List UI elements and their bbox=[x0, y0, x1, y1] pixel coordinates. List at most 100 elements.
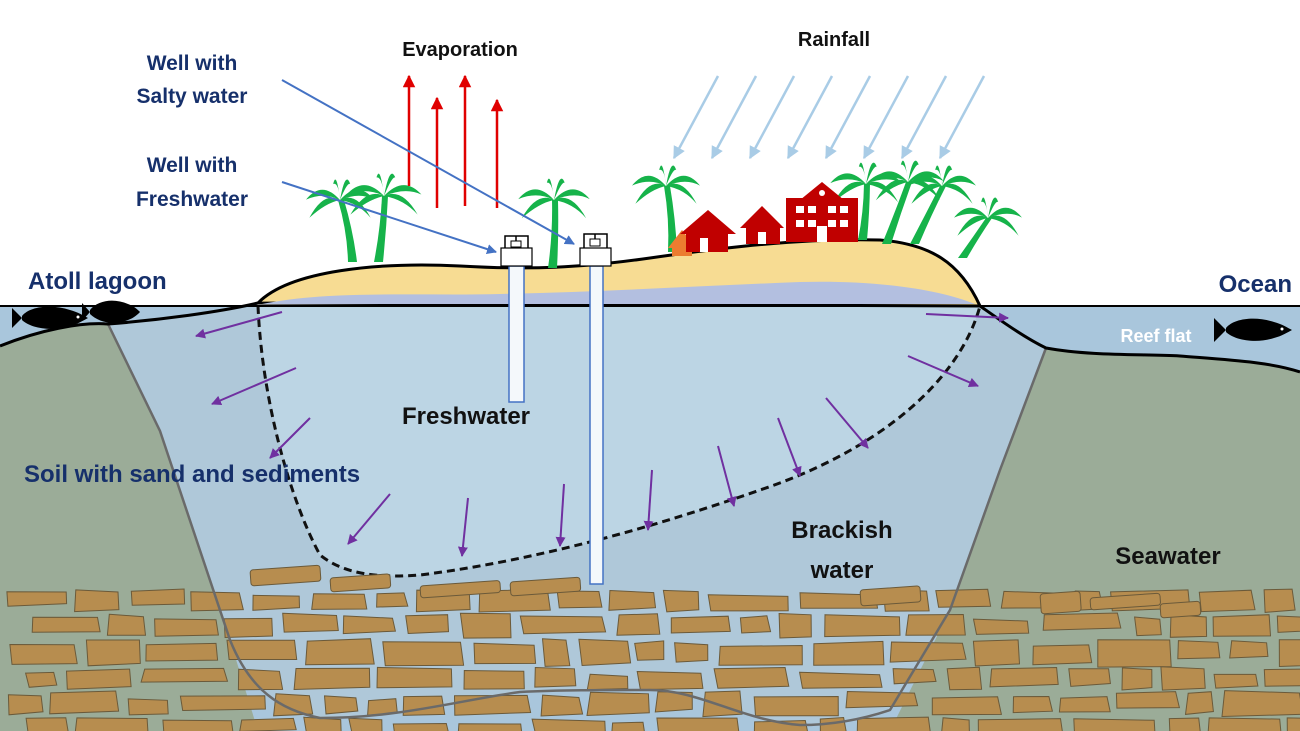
rock bbox=[65, 668, 132, 690]
label-well-salty-line2: Salty water bbox=[137, 85, 248, 108]
well-freshwater bbox=[500, 235, 533, 403]
label-ocean: Ocean bbox=[1219, 271, 1292, 298]
rock bbox=[1221, 690, 1300, 718]
rock bbox=[608, 589, 657, 611]
rock bbox=[586, 673, 629, 691]
rock bbox=[889, 641, 967, 663]
evaporation-arrows bbox=[402, 74, 504, 208]
rock bbox=[578, 638, 632, 667]
flow-arrow bbox=[555, 483, 566, 547]
rock bbox=[162, 719, 234, 731]
rock bbox=[223, 617, 274, 639]
rock bbox=[376, 666, 453, 689]
rock bbox=[154, 618, 219, 637]
label-brackish-line2: water bbox=[810, 557, 874, 584]
rock bbox=[9, 643, 78, 665]
flow-arrow bbox=[211, 367, 297, 406]
rock bbox=[905, 613, 966, 636]
label-well-salty-line1: Well with bbox=[147, 52, 238, 75]
rock bbox=[739, 615, 772, 634]
rock bbox=[1032, 644, 1093, 666]
rock bbox=[74, 717, 149, 731]
rock bbox=[6, 591, 68, 607]
rock bbox=[859, 585, 922, 607]
rock bbox=[85, 639, 141, 667]
rock bbox=[519, 615, 607, 635]
rock bbox=[1207, 717, 1282, 731]
rock bbox=[457, 723, 523, 731]
rock bbox=[654, 691, 693, 713]
rock bbox=[405, 614, 450, 635]
flow-arrow bbox=[643, 469, 654, 531]
house-icon bbox=[680, 210, 736, 252]
rock bbox=[1159, 600, 1202, 619]
rock bbox=[799, 592, 879, 609]
lagoon-coastline bbox=[0, 301, 259, 348]
palm-trees bbox=[306, 160, 1022, 268]
houses bbox=[668, 182, 858, 256]
rock bbox=[226, 639, 298, 660]
rock-layer bbox=[6, 564, 1300, 731]
rock bbox=[140, 667, 229, 683]
rock bbox=[1286, 717, 1300, 731]
rock bbox=[586, 691, 650, 717]
rock bbox=[1278, 639, 1300, 668]
rock bbox=[1160, 666, 1206, 691]
rock bbox=[239, 717, 297, 731]
rock bbox=[707, 594, 789, 612]
rock bbox=[130, 588, 186, 606]
rock bbox=[616, 613, 661, 636]
rock bbox=[49, 690, 120, 715]
flow-arrow bbox=[717, 445, 737, 507]
rock bbox=[282, 612, 339, 633]
rock bbox=[311, 593, 368, 610]
rock bbox=[473, 642, 537, 665]
rock bbox=[509, 576, 582, 597]
rock bbox=[392, 722, 449, 731]
palm-tree-icon bbox=[346, 173, 422, 262]
rock bbox=[1089, 592, 1161, 611]
rock bbox=[1012, 695, 1054, 714]
rock bbox=[382, 641, 465, 667]
palm-tree-icon bbox=[632, 165, 700, 252]
rainfall-arrow bbox=[786, 75, 834, 160]
rock bbox=[541, 638, 571, 667]
rock bbox=[845, 690, 919, 709]
rock bbox=[935, 588, 992, 608]
rock bbox=[778, 612, 812, 639]
rock bbox=[556, 590, 603, 609]
rock bbox=[1073, 718, 1156, 731]
rainfall-arrow bbox=[862, 75, 910, 160]
rock bbox=[972, 618, 1030, 635]
rock bbox=[348, 717, 383, 731]
label-seawater: Seawater bbox=[1115, 543, 1220, 570]
rock bbox=[1121, 667, 1153, 691]
rock bbox=[753, 719, 808, 731]
groundwater-flow-arrows bbox=[195, 311, 1009, 557]
label-reef-flat: Reef flat bbox=[1120, 326, 1191, 346]
rock bbox=[453, 694, 532, 716]
flow-arrow bbox=[825, 397, 869, 449]
rock bbox=[931, 696, 1003, 716]
flow-arrow bbox=[347, 493, 391, 545]
flow-arrow bbox=[269, 417, 311, 459]
rock bbox=[856, 716, 931, 731]
rainfall-arrow bbox=[672, 75, 720, 160]
flow-arrow bbox=[457, 497, 469, 557]
rock bbox=[1097, 639, 1172, 668]
rock bbox=[1263, 588, 1296, 613]
rock bbox=[1068, 668, 1111, 687]
rock bbox=[305, 638, 375, 666]
rock bbox=[1169, 614, 1208, 638]
rock bbox=[1042, 612, 1122, 631]
rock bbox=[376, 592, 409, 608]
rock bbox=[540, 694, 584, 717]
flow-arrow bbox=[907, 355, 979, 388]
rock bbox=[1213, 673, 1259, 689]
rock bbox=[1168, 717, 1201, 731]
rainfall-arrow bbox=[824, 75, 872, 160]
label-atoll-lagoon: Atoll lagoon bbox=[28, 268, 167, 295]
rock bbox=[419, 580, 501, 599]
rock bbox=[252, 594, 301, 611]
rock bbox=[713, 666, 790, 689]
